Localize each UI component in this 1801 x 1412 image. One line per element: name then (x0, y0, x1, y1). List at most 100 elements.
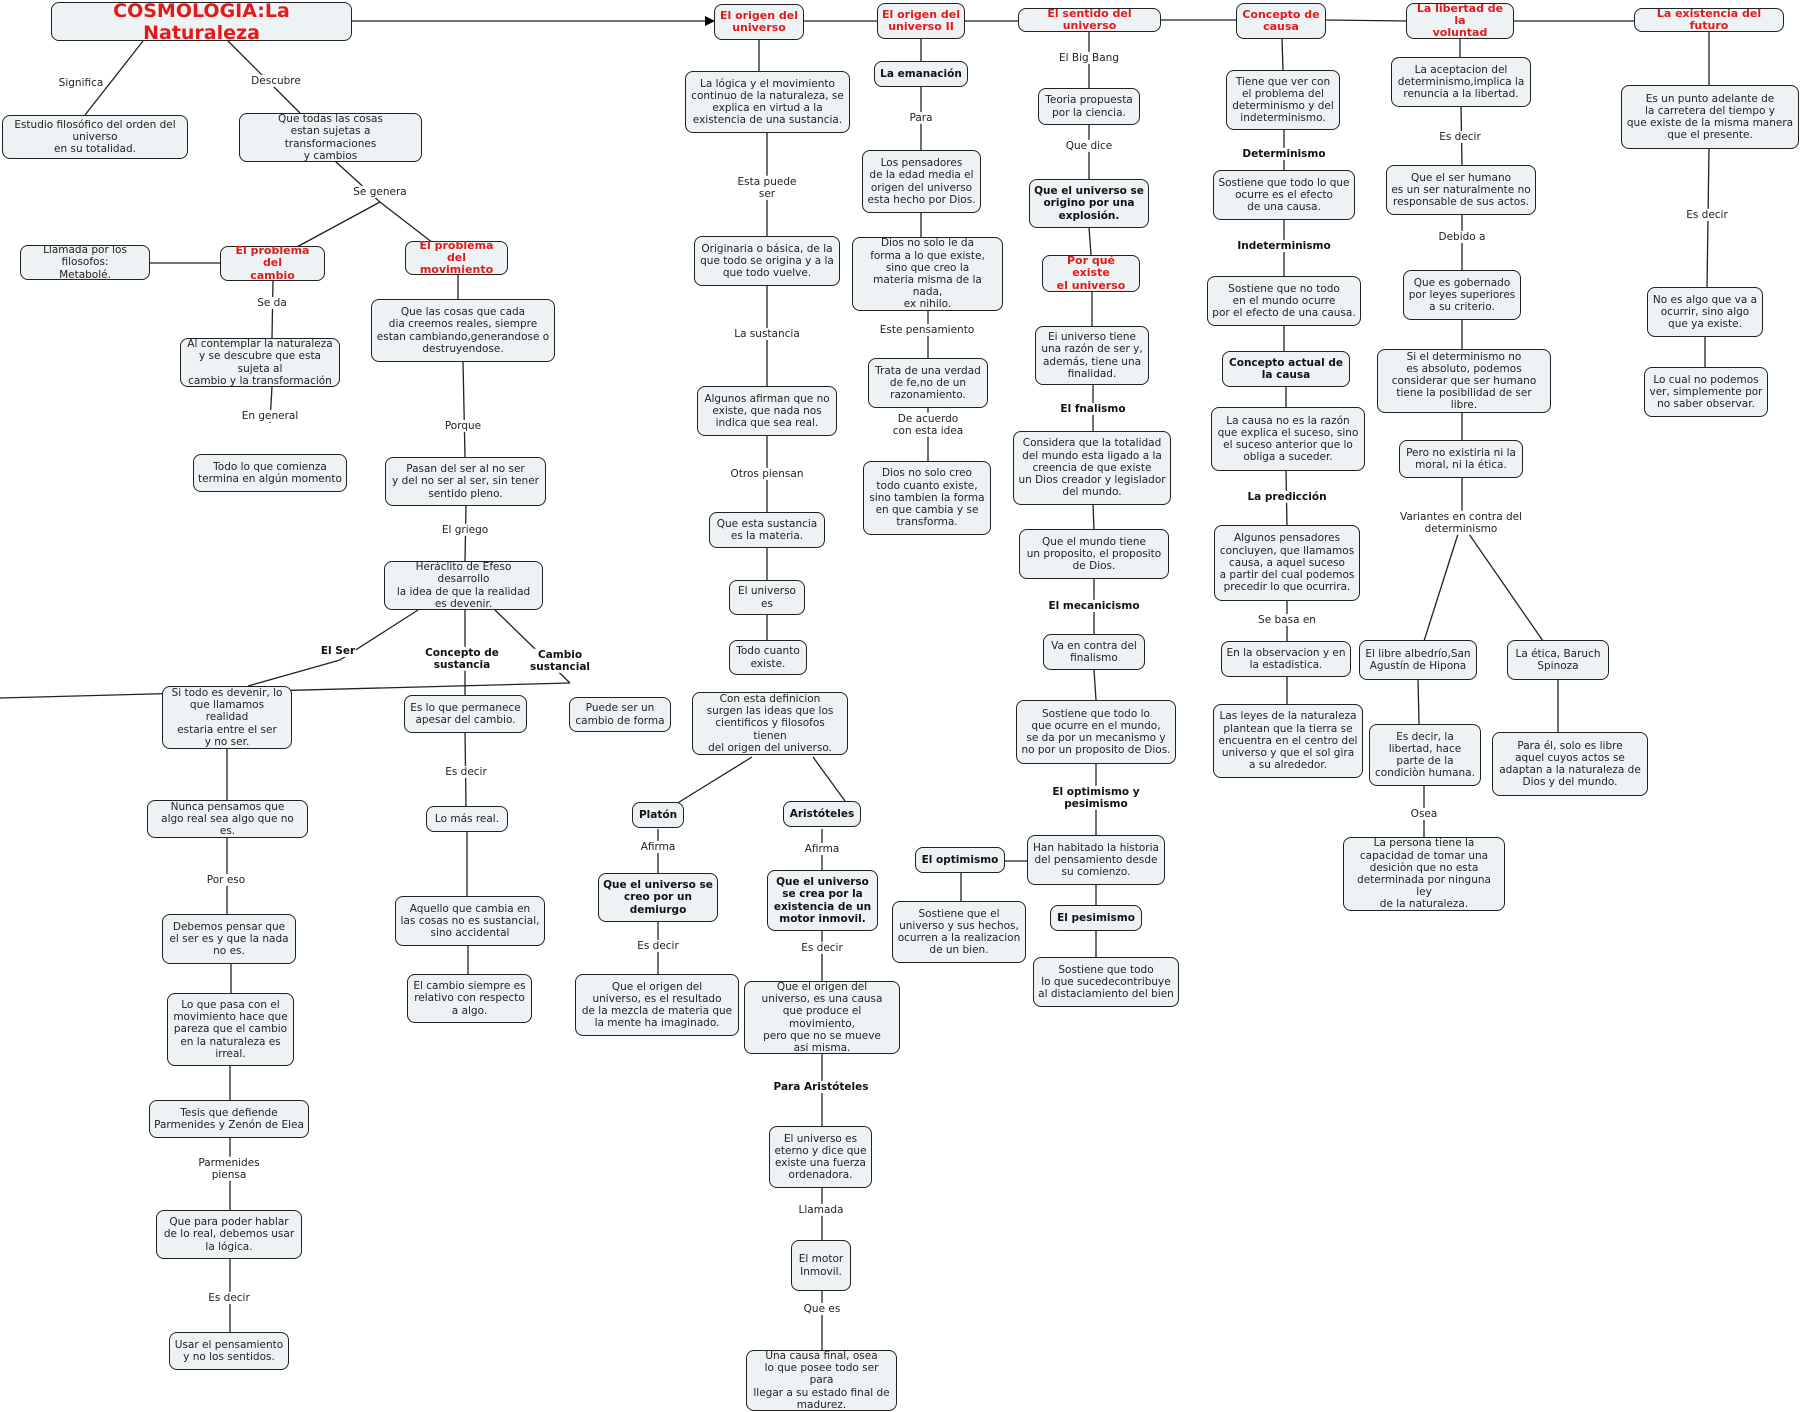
node-totalidad[interactable]: Considera que la totalidad del mundo est… (1013, 431, 1171, 505)
link-label: Es decir (444, 765, 488, 779)
node-materia[interactable]: Que esta sustancia es la materia. (709, 512, 825, 548)
node-para-hablar[interactable]: Que para poder hablar de lo real, debemo… (156, 1210, 302, 1259)
topic-concepto-causa[interactable]: Concepto de causa (1236, 3, 1326, 39)
topic-problema-cambio[interactable]: El problema del cambio (220, 245, 325, 281)
node-moral[interactable]: Pero no existiria ni la moral, ni la éti… (1399, 440, 1523, 478)
node-estudio[interactable]: Estudio filosófico del orden del univers… (2, 115, 188, 159)
node-optimismo[interactable]: El optimismo (915, 847, 1005, 873)
node-con-definicion[interactable]: Con esta definicion surgen las ideas que… (692, 692, 848, 755)
node-punto[interactable]: Es un punto adelante de la carretera del… (1621, 85, 1799, 149)
node-no-ver[interactable]: Lo cual no podemos ver, simplemente por … (1644, 367, 1768, 417)
link-label: Significa (57, 76, 105, 90)
node-debemos-pensar[interactable]: Debemos pensar que el ser es y que la na… (162, 914, 296, 964)
node-albedrio[interactable]: El libre albedrío,San Agustín de Hipona (1359, 640, 1477, 680)
node-universo-es[interactable]: El universo es (729, 580, 805, 615)
node-no-razon[interactable]: La causa no es la razón que explica el s… (1211, 407, 1365, 471)
link-label: Esta puede ser (736, 175, 798, 201)
node-aceptacion[interactable]: La aceptacion del determinismo,implica l… (1391, 57, 1531, 107)
link-label: Afirma (803, 842, 841, 856)
node-contemplar[interactable]: Al contemplar la naturaleza y se descubr… (180, 338, 340, 387)
node-motor-inmovil-afirma[interactable]: Que el universo se crea por la existenci… (767, 870, 878, 931)
node-determinismo-def[interactable]: Sostiene que todo lo que ocurre es el ef… (1213, 170, 1355, 220)
node-no-absoluto[interactable]: Si el determinismo no es absoluto, podem… (1377, 349, 1551, 413)
node-cambio-forma[interactable]: Puede ser un cambio de forma (569, 697, 671, 732)
node-distanciamiento[interactable]: Sostiene que todo lo que sucedecontribuy… (1033, 957, 1179, 1007)
node-heraclito[interactable]: Heráclito de Efeso desarrollo la idea de… (384, 561, 543, 610)
link-label: Que dice (1064, 139, 1114, 153)
node-si-todo-devenir[interactable]: Si todo es devenir, lo que llamamos real… (162, 686, 292, 749)
node-aristoteles[interactable]: Aristóteles (783, 801, 861, 827)
node-pesimismo[interactable]: El pesimismo (1050, 905, 1142, 931)
node-gobernado[interactable]: Que es gobernado por leyes superiores a … (1403, 270, 1521, 320)
node-leyes[interactable]: Las leyes de la naturaleza plantean que … (1213, 704, 1363, 778)
node-pensadores[interactable]: Los pensadores de la edad media el orige… (862, 150, 981, 213)
node-ser-humano[interactable]: Que el ser humano es un ser naturalmente… (1386, 165, 1536, 215)
node-nunca-pensamos[interactable]: Nunca pensamos que algo real sea algo qu… (147, 800, 308, 838)
node-cambio-relativo[interactable]: El cambio siempre es relativo con respec… (407, 974, 532, 1023)
node-razon-ser[interactable]: Ei universo tiene una razón de ser y, ad… (1035, 326, 1149, 385)
topic-origen-universo[interactable]: El origen del universo (714, 4, 804, 40)
node-todo-comienza[interactable]: Todo lo que comienza termina en algún mo… (193, 454, 347, 492)
topic-origen-universo-ii[interactable]: El origen del universo II (877, 3, 965, 39)
node-persona[interactable]: La persona tiene la capacidad de tomar u… (1343, 837, 1505, 911)
link-label: Para (908, 111, 934, 125)
node-aquello-cambia[interactable]: Aquello que cambia en las cosas no es su… (395, 896, 545, 946)
node-logica-movimiento[interactable]: La lógica y el movimiento continuo de la… (685, 71, 850, 133)
node-verdad-fe[interactable]: Trata de una verdad de fe,no de un razon… (868, 358, 988, 408)
node-mas-real[interactable]: Lo más real. (426, 806, 508, 832)
node-condicion[interactable]: Es decir, la libertad, hace parte de la … (1369, 724, 1481, 786)
node-causa-final[interactable]: Una causa final, osea lo que posee todo … (746, 1350, 897, 1411)
link-label-optimismo-pesimismo: El optimismo y pesimismo (1051, 785, 1141, 811)
node-habitado[interactable]: Han habitado la historia del pensamiento… (1027, 835, 1165, 885)
node-todo-cuanto[interactable]: Todo cuanto existe. (729, 640, 807, 675)
node-demiurgo[interactable]: Que el universo se creo por un demiurgo (598, 873, 718, 922)
node-originaria[interactable]: Originaria o básica, de la que todo se o… (694, 236, 840, 286)
node-teoria[interactable]: Teoria propuesta por la ciencia. (1038, 88, 1140, 125)
topic-sentido-universo[interactable]: El sentido del universo (1018, 7, 1161, 32)
node-todas-cosas[interactable]: Que todas las cosas estan sujetas a tran… (239, 113, 422, 162)
topic-libertad-voluntad[interactable]: La libertad de la voluntad (1406, 2, 1514, 39)
node-observacion[interactable]: En la observacion y en la estadistica. (1221, 641, 1351, 677)
node-lo-que-pasa[interactable]: Lo que pasa con el movimiento hace que p… (167, 993, 294, 1066)
node-permanece[interactable]: Es lo que permanece apesar del cambio. (404, 695, 527, 733)
link-label: Afirma (639, 840, 677, 854)
node-mecanismo[interactable]: Sostiene que todo lo que ocurre en el mu… (1016, 700, 1176, 764)
link-label: Descubre (250, 74, 302, 88)
node-indeterminismo-def[interactable]: Sostiene que no todo en el mundo ocurre … (1207, 276, 1361, 326)
link-label: Es decir (207, 1291, 251, 1305)
node-algunos-pensadores[interactable]: Algunos pensadores concluyen, que llamam… (1214, 525, 1360, 601)
link-label: Porque (443, 419, 483, 433)
node-causa-movimiento[interactable]: Que el origen del universo, es una causa… (744, 981, 900, 1054)
node-proposito[interactable]: Que el mundo tiene un proposito, el prop… (1019, 529, 1169, 579)
node-pasan-ser[interactable]: Pasan del ser al no ser y del no ser al … (385, 457, 546, 506)
node-platon[interactable]: Platón (632, 802, 684, 828)
node-metabole[interactable]: Llamada por los filosofos: Metabolé. (20, 244, 150, 281)
node-contra-finalismo[interactable]: Va en contra del finalismo (1043, 634, 1145, 670)
link-label: Se genera (352, 185, 408, 199)
node-mezcla[interactable]: Que el origen del universo, es el result… (575, 974, 739, 1036)
node-dios-forma[interactable]: Dios no solo le da forma a lo que existe… (852, 237, 1003, 311)
node-usar-pensamiento[interactable]: Usar el pensamiento y no los sentidos. (169, 1332, 289, 1370)
topic-problema-movimiento[interactable]: El problema del movimiento (405, 239, 508, 276)
topic-por-que-existe[interactable]: Por qué existe el universo (1042, 255, 1140, 292)
node-eterno[interactable]: El universo es eterno y dice que existe … (769, 1126, 872, 1188)
topic-existencia-futuro[interactable]: La existencia del futuro (1634, 7, 1784, 32)
node-para-el[interactable]: Para él, solo es libre aquel cuyos actos… (1492, 732, 1648, 796)
node-etica-spinoza[interactable]: La ética, Baruch Spinoza (1507, 640, 1609, 680)
node-motor[interactable]: El motor Inmovil. (791, 1240, 851, 1291)
link-label: Este pensamiento (878, 323, 976, 337)
node-concepto-actual[interactable]: Concepto actual de la causa (1222, 351, 1350, 387)
node-ya-existe[interactable]: No es algo que va a ocurrir, sino algo q… (1647, 287, 1763, 337)
node-tesis[interactable]: Tesis que defiende Parmenides y Zenón de… (149, 1100, 309, 1138)
node-algunos-afirman[interactable]: Algunos afirman que no existe, que nada … (697, 386, 837, 436)
root-title-node[interactable]: COSMOLOGIA:La Naturaleza (51, 0, 352, 44)
node-explosion[interactable]: Que el universo se origino por una explo… (1029, 179, 1149, 228)
node-cosas-reales[interactable]: Que las cosas que cada dia creemos reale… (371, 299, 555, 362)
link-label-cambio-sustancial: Cambio sustancial (528, 648, 592, 674)
node-bien[interactable]: Sostiene que el universo y sus hechos, o… (892, 901, 1026, 963)
link-label-determinismo: Determinismo (1241, 147, 1327, 161)
link-label-prediccion: La predicción (1246, 490, 1328, 504)
node-tiene-ver[interactable]: Tiene que ver con el problema del determ… (1226, 70, 1340, 130)
node-dios-creo[interactable]: Dios no solo creo todo cuanto existe, si… (863, 461, 991, 535)
node-emanacion[interactable]: La emanación (874, 61, 968, 87)
